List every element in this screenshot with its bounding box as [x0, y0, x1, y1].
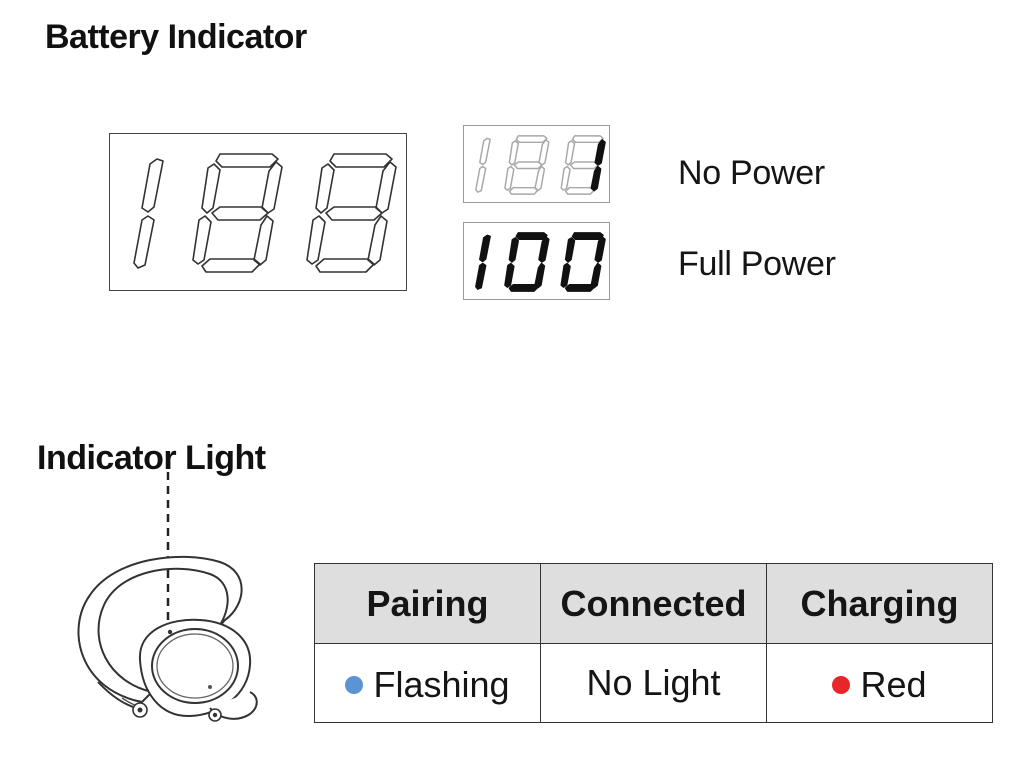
blue-dot-icon — [345, 675, 364, 694]
indicator-light-dot — [167, 629, 173, 635]
no-power-label: No Power — [678, 154, 825, 192]
pairing-status-text: Flashing — [373, 663, 510, 705]
cell-charging: Red — [766, 643, 993, 723]
indicator-light-title: Indicator Light — [37, 439, 266, 477]
earbud-illustration — [77, 472, 258, 722]
header-charging: Charging — [766, 563, 993, 644]
charging-status-text: Red — [860, 663, 927, 705]
full-power-display — [463, 222, 610, 300]
table-row: Flashing No Light Red — [314, 643, 993, 723]
full-power-label: Full Power — [678, 245, 836, 283]
battery-indicator-title: Battery Indicator — [45, 18, 307, 56]
table-header-row: Pairing Connected Charging — [314, 563, 993, 644]
header-connected: Connected — [540, 563, 767, 644]
no-power-display — [463, 125, 610, 203]
indicator-status-table: Pairing Connected Charging Flashing No L… — [314, 563, 993, 723]
battery-display-diagram — [109, 133, 407, 291]
header-pairing: Pairing — [314, 563, 541, 644]
cell-pairing: Flashing — [314, 643, 541, 723]
red-dot-icon — [832, 675, 851, 694]
cell-connected: No Light — [540, 643, 767, 723]
connected-status-text: No Light — [586, 662, 721, 703]
